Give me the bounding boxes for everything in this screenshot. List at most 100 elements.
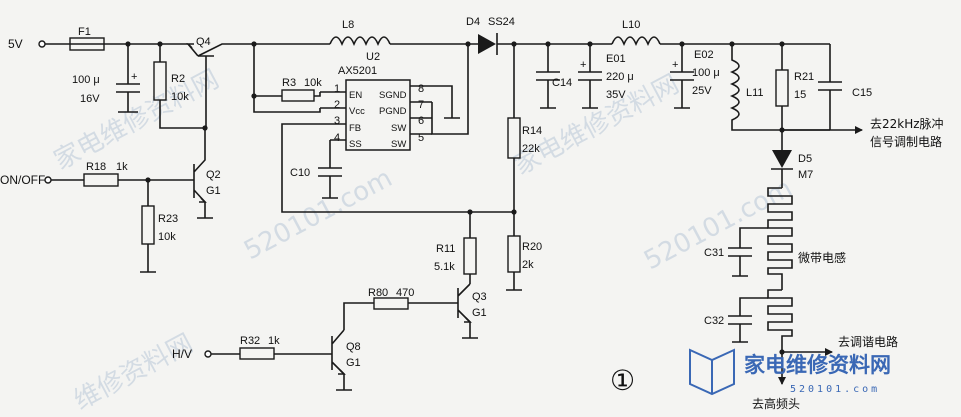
svg-text:5V: 5V (8, 37, 23, 51)
svg-text:去高频头: 去高频头 (752, 396, 800, 411)
svg-text:去22kHz脉冲: 去22kHz脉冲 (870, 116, 944, 131)
input-5v: 5V (8, 37, 70, 51)
svg-text:L8: L8 (342, 19, 354, 31)
svg-text:R3: R3 (282, 77, 296, 89)
ic-right-pins: 8 SGND 7 PGND 6 SW 5 SW (379, 83, 424, 150)
svg-text:10k: 10k (158, 231, 176, 243)
svg-text:C32: C32 (704, 315, 724, 327)
svg-text:5.1k: 5.1k (434, 261, 455, 273)
fuse-f1: F1 (69, 26, 105, 51)
resistor-r18: R18 1k (83, 161, 194, 187)
svg-text:5: 5 (418, 132, 424, 144)
svg-text:E01: E01 (606, 53, 626, 65)
svg-text:H/V: H/V (172, 347, 192, 361)
svg-text:100 μ: 100 μ (72, 74, 100, 86)
svg-text:R21: R21 (794, 71, 814, 83)
svg-text:R14: R14 (522, 125, 542, 137)
book-icon (689, 348, 735, 396)
svg-text:AX5201: AX5201 (338, 65, 377, 77)
svg-text:L10: L10 (622, 19, 640, 31)
resistor-r11: R11 5.1k (434, 212, 477, 284)
svg-text:信号调制电路: 信号调制电路 (870, 134, 942, 149)
svg-text:U2: U2 (366, 51, 380, 63)
transistor-q3: Q3 G1 (457, 283, 487, 339)
input-hv: H/V (172, 347, 240, 361)
capacitor-e01: + E01 220 μ 35V (578, 44, 634, 109)
svg-text:FB: FB (349, 123, 361, 134)
output-22khz: 去22kHz脉冲 信号调制电路 (782, 116, 944, 149)
svg-text:16V: 16V (80, 93, 100, 105)
svg-text:220 μ: 220 μ (606, 71, 634, 83)
svg-text:G1: G1 (206, 185, 221, 197)
transistor-q8: Q8 G1 (331, 329, 361, 391)
output-tuner: 去调谐电路 (782, 334, 898, 356)
svg-text:ON/OFF: ON/OFF (0, 173, 45, 187)
svg-text:SS: SS (349, 139, 362, 150)
capacitor-c31: C31 (704, 227, 768, 277)
svg-text:Q3: Q3 (472, 291, 487, 303)
resistor-r32: R32 1k (239, 335, 332, 360)
svg-text:家电维修资料网: 家电维修资料网 (744, 352, 891, 377)
svg-text:Q2: Q2 (206, 169, 221, 181)
svg-text:1k: 1k (116, 161, 128, 173)
transistor-q2: Q2 G1 (193, 128, 221, 219)
svg-text:M7: M7 (798, 169, 813, 181)
svg-text:D5: D5 (798, 153, 812, 165)
output-tuner-head: 去高频头 (752, 352, 800, 411)
wire-feedback (281, 123, 514, 213)
svg-text:D4: D4 (466, 16, 480, 28)
resistor-r23: R23 10k (140, 180, 178, 273)
svg-text:Vcc: Vcc (349, 106, 365, 117)
svg-text:C10: C10 (290, 167, 310, 179)
input-onoff: ON/OFF (0, 173, 84, 187)
svg-text:2k: 2k (522, 259, 534, 271)
resistor-r80: R80 470 (343, 287, 458, 330)
svg-text:去调谐电路: 去调谐电路 (838, 334, 898, 349)
svg-text:1k: 1k (268, 335, 280, 347)
svg-text:L11: L11 (746, 87, 764, 99)
diode-d5: D5 M7 (771, 130, 813, 188)
svg-text:R23: R23 (158, 213, 178, 225)
svg-text:SW: SW (391, 139, 406, 150)
ic-u2: U2 AX5201 1 EN 2 Vcc 3 FB 4 SS 8 SGND 7 … (320, 44, 469, 151)
resistor-r3: R3 10k (253, 44, 322, 113)
svg-text:C31: C31 (704, 247, 724, 259)
svg-text:520101.com: 520101.com (790, 384, 880, 395)
capacitor-e02: + E02 100 μ 25V (670, 44, 720, 109)
svg-text:1: 1 (334, 83, 340, 95)
svg-text:SGND: SGND (379, 90, 407, 101)
svg-text:10k: 10k (171, 91, 189, 103)
svg-text:微带电感: 微带电感 (798, 250, 846, 265)
svg-text:470: 470 (396, 287, 414, 299)
resistor-r2: R2 10k (153, 44, 205, 129)
svg-text:100 μ: 100 μ (692, 67, 720, 79)
svg-text:R2: R2 (171, 73, 185, 85)
svg-text:8: 8 (418, 83, 424, 95)
svg-text:R20: R20 (522, 241, 542, 253)
resistor-r21: R21 15 (775, 44, 814, 130)
svg-text:R80: R80 (368, 287, 388, 299)
svg-text:4: 4 (334, 132, 340, 144)
resistor-r20: R20 2k (506, 235, 542, 291)
svg-text:EN: EN (349, 90, 362, 101)
svg-text:10k: 10k (304, 77, 322, 89)
svg-text:22k: 22k (522, 143, 540, 155)
svg-text:SS24: SS24 (488, 16, 515, 28)
svg-text:PGND: PGND (379, 106, 407, 117)
diode-d4: D4 SS24 (466, 16, 612, 55)
inductor-l8: L8 (329, 19, 468, 47)
capacitor-c15: C15 (818, 44, 872, 130)
figure-number: ① (610, 364, 635, 397)
capacitor-c32: C32 (704, 297, 768, 343)
svg-text:维修资料网: 维修资料网 (69, 329, 198, 417)
svg-text:25V: 25V (692, 85, 712, 97)
svg-text:C15: C15 (852, 87, 872, 99)
resistor-r14: R14 22k (507, 44, 542, 236)
svg-text:Q8: Q8 (346, 341, 361, 353)
junction (251, 93, 257, 99)
inductor-l11: L11 (729, 44, 830, 131)
svg-text:R32: R32 (240, 335, 260, 347)
svg-text:520101.com: 520101.com (239, 163, 397, 266)
svg-text:SW: SW (391, 123, 406, 134)
